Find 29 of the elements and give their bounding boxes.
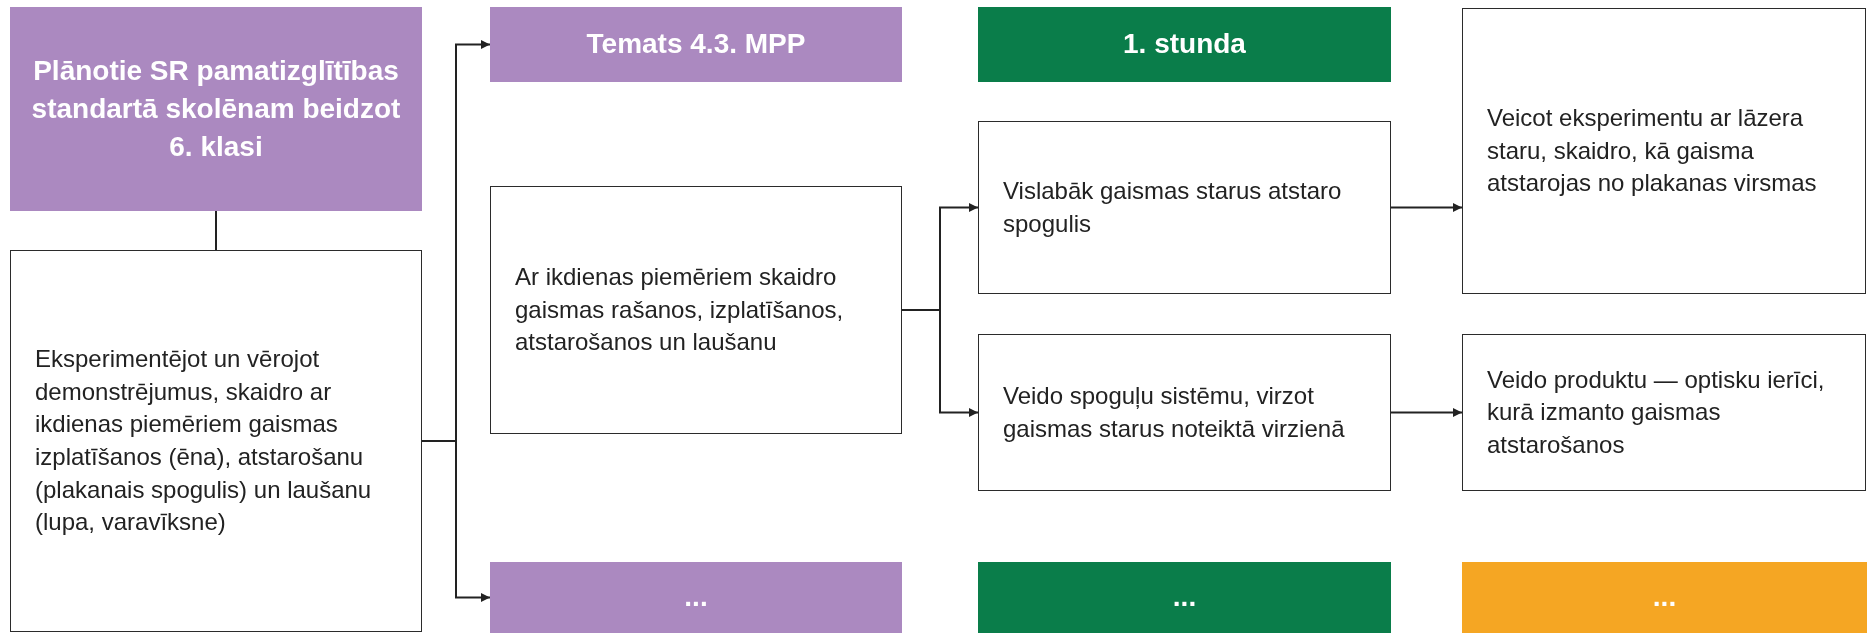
text-box bbox=[1462, 334, 1866, 491]
header-bar bbox=[10, 7, 422, 211]
header-bar bbox=[490, 7, 902, 82]
box-text: Veido spoguļu sistēmu, virzot gaismas starus noteiktā virzienā bbox=[1003, 380, 1346, 444]
header-bar bbox=[1462, 562, 1867, 633]
box-text: Veido produktu — optisku ierīci, kurā izmanto gaismas atstarošanos bbox=[1487, 364, 1826, 460]
arrow bbox=[1390, 203, 1463, 212]
header-text: ... bbox=[684, 580, 708, 615]
header-text: Plānotie SR pamatizglītības standartā skolēnam beidzot 6. klasi bbox=[30, 53, 402, 165]
arrow bbox=[1390, 408, 1463, 417]
arrow bbox=[901, 309, 979, 417]
arrow bbox=[421, 440, 491, 602]
header-text: 1. stunda bbox=[1123, 27, 1246, 62]
box-text: Vislabāk gaismas starus atstaro spogulis bbox=[1003, 175, 1343, 239]
text-box bbox=[10, 250, 422, 632]
text-box bbox=[978, 334, 1391, 491]
text-box bbox=[490, 186, 902, 434]
box-text: Ar ikdienas piemēriem skaidro gaismas rašanos, izplatīšanos, atstarošanos un laušanu bbox=[515, 262, 845, 358]
box-text: Veicot eksperimentu ar lāzera staru, skaidro, kā gaisma atstarojas no plakanas virsmas bbox=[1487, 103, 1818, 199]
text-box bbox=[978, 121, 1391, 294]
box-text: Eksperimentējot un vērojot demonstrējumus, skaidro ar ikdienas piemēriem gaismas izplatīšanos (ēna), atstarošanu (plakanais spogulis) un laušanu (lupa, varavīksne) bbox=[35, 344, 373, 538]
header-bar bbox=[490, 562, 902, 633]
text-box bbox=[1462, 8, 1866, 294]
connector-line bbox=[215, 210, 217, 251]
header-text: ... bbox=[1652, 580, 1677, 615]
header-text: Temats 4.3. MPP bbox=[586, 27, 806, 62]
header-bar bbox=[978, 562, 1391, 633]
header-text: ... bbox=[1172, 580, 1197, 615]
header-bar bbox=[978, 7, 1391, 82]
